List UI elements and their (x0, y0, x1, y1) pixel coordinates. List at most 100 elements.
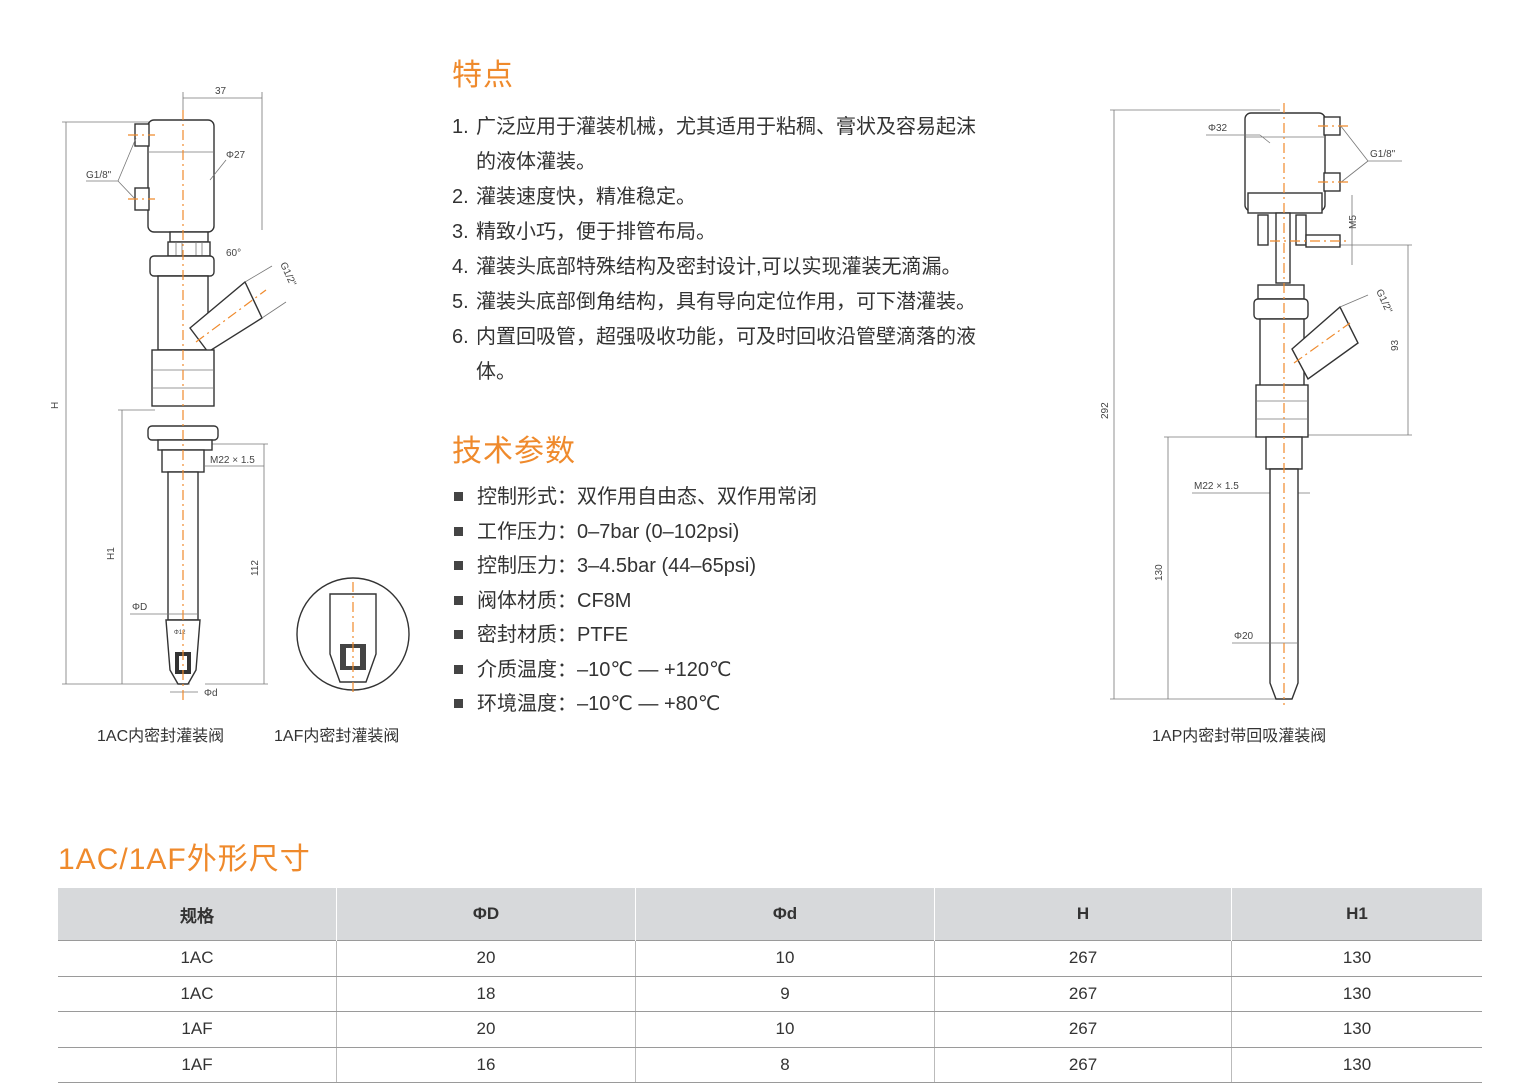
feature-number: 4. (452, 256, 469, 278)
param-item: 介质温度：–10℃ — +120℃ (452, 653, 1072, 688)
feature-text: 灌装头底部特殊结构及密封设计,可以实现灌装无滴漏。 (476, 256, 962, 278)
caption-1ac: 1AC内密封灌装阀 (97, 728, 225, 745)
table-cell: 130 (1231, 1047, 1482, 1083)
bullet-icon (454, 664, 463, 674)
param-item: 工作压力：0–7bar (0–102psi) (452, 515, 1072, 550)
table-heading: 1AC/1AF外形尺寸 (58, 843, 311, 876)
table-cell: 8 (635, 1047, 935, 1083)
feature-number: 2. (452, 186, 469, 208)
table-cell: 1AC (58, 940, 337, 977)
bullet-icon (454, 492, 463, 502)
bullet-icon (454, 595, 463, 605)
table-cell: 267 (934, 976, 1232, 1012)
table-cell: 10 (635, 940, 935, 977)
param-text: 密封材质：PTFE (477, 624, 629, 646)
param-text: 控制形式：双作用自由态、双作用常闭 (477, 486, 817, 508)
table-cell: 18 (336, 976, 636, 1012)
feature-item: 1. 广泛应用于灌装机械，尤其适用于粘稠、膏状及容易起沫 (452, 110, 1072, 145)
feature-number: 1. (452, 116, 469, 138)
svg-text:130: 130 (1154, 564, 1165, 581)
param-text: 控制压力：3–4.5bar (44–65psi) (477, 555, 757, 577)
caption-1af: 1AF内密封灌装阀 (274, 728, 400, 745)
valve-1ap-drawing: 292 130 93 M5 Φ32 G1/8" G1/2" M22 × 1.5 … (1100, 103, 1412, 705)
valve-1ac-drawing: 37 H H1 112 Φ27 G1/8" 60° G1/2" M22 × 1.… (50, 86, 410, 700)
svg-text:G1/2": G1/2" (1373, 288, 1394, 316)
param-item: 密封材质：PTFE (452, 618, 1072, 653)
svg-text:292: 292 (1100, 402, 1111, 419)
feature-text-continued: 的液体灌装。 (476, 151, 596, 173)
col-header-phid: Φd (635, 888, 935, 941)
feature-text: 精致小巧，便于排管布局。 (476, 221, 716, 243)
svg-text:M5: M5 (1348, 215, 1359, 229)
svg-text:G1/2": G1/2" (277, 261, 298, 289)
params-list: 控制形式：双作用自由态、双作用常闭工作压力：0–7bar (0–102psi) 控… (452, 480, 1072, 722)
table-cell: 16 (336, 1047, 636, 1083)
table-cell: 9 (635, 976, 935, 1012)
table-cell: 20 (336, 940, 636, 977)
svg-text:ΦD: ΦD (132, 602, 147, 613)
svg-text:Φ12: Φ12 (174, 630, 186, 636)
feature-item: 5.灌装头底部倒角结构，具有导向定位作用，可下潜灌装。 (452, 285, 1072, 320)
bullet-icon (454, 699, 463, 709)
table-cell: 267 (934, 1047, 1232, 1083)
col-header-phiD: ΦD (336, 888, 636, 941)
feature-text: 广泛应用于灌装机械，尤其适用于粘稠、膏状及容易起沫 (476, 116, 976, 138)
feature-text: 内置回吸管，超强吸收功能，可及时回收沿管壁滴落的液 (476, 326, 976, 348)
param-text: 环境温度：–10℃ — +80℃ (477, 693, 721, 715)
svg-text:M22 × 1.5: M22 × 1.5 (210, 455, 255, 466)
svg-text:G1/8": G1/8" (1370, 149, 1396, 160)
params-heading: 技术参数 (452, 435, 576, 468)
table-cell: 130 (1231, 976, 1482, 1012)
bullet-icon (454, 526, 463, 536)
col-header-h1: H1 (1231, 888, 1482, 941)
feature-text: 灌装头底部倒角结构，具有导向定位作用，可下潜灌装。 (476, 291, 976, 313)
svg-text:Φd: Φd (204, 688, 218, 699)
features-heading: 特点 (452, 59, 514, 92)
param-item: 控制压力：3–4.5bar (44–65psi) (452, 549, 1072, 584)
table-cell: 1AF (58, 1047, 337, 1083)
table-cell: 1AC (58, 976, 337, 1012)
features-list: 1. 广泛应用于灌装机械，尤其适用于粘稠、膏状及容易起沫的液体灌装。 2. 灌装速度快… (452, 110, 1072, 390)
param-text: 介质温度：–10℃ — +120℃ (477, 658, 732, 681)
bullet-icon (454, 561, 463, 571)
feature-item: 4. 灌装头底部特殊结构及密封设计,可以实现灌装无滴漏。 (452, 250, 1072, 285)
param-text: 阀体材质：CF8M (477, 589, 632, 612)
svg-text:37: 37 (215, 86, 227, 97)
svg-text:Φ27: Φ27 (226, 150, 246, 161)
feature-item: 6. 内置回吸管，超强吸收功能，可及时回收沿管壁滴落的液 (452, 320, 1072, 355)
svg-text:60°: 60° (226, 248, 241, 259)
feature-number: 6. (452, 326, 469, 348)
svg-text:M22 × 1.5: M22 × 1.5 (1194, 481, 1239, 492)
svg-text:H1: H1 (106, 547, 117, 560)
table-cell: 10 (635, 1011, 935, 1048)
feature-item: 3. 精致小巧，便于排管布局。 (452, 215, 1072, 250)
col-header-h: H (934, 888, 1232, 941)
table-cell: 130 (1231, 1011, 1482, 1048)
table-cell: 267 (934, 940, 1232, 977)
feature-text: 灌装速度快，精准稳定。 (476, 186, 696, 208)
svg-text:Φ20: Φ20 (1234, 631, 1254, 642)
caption-1ap: 1AP内密封带回吸灌装阀 (1152, 728, 1327, 745)
svg-text:G1/8": G1/8" (86, 170, 112, 181)
param-item: 控制形式：双作用自由态、双作用常闭 (452, 480, 1072, 515)
table-cell: 267 (934, 1011, 1232, 1048)
param-item: 环境温度：–10℃ — +80℃ (452, 687, 1072, 722)
feature-text-continued: 体。 (476, 361, 516, 383)
svg-text:93: 93 (1390, 339, 1401, 351)
feature-item: 2. 灌装速度快，精准稳定。 (452, 180, 1072, 215)
feature-number: 3. (452, 221, 469, 243)
table-cell: 130 (1231, 940, 1482, 977)
table-header-row: 规格 ΦD Φd H H1 (58, 888, 1482, 941)
param-item: 阀体材质：CF8M (452, 584, 1072, 619)
svg-text:112: 112 (250, 560, 261, 576)
col-header-spec: 规格 (58, 888, 337, 941)
svg-text:H: H (50, 402, 61, 409)
bullet-icon (454, 630, 463, 640)
table-cell: 20 (336, 1011, 636, 1048)
